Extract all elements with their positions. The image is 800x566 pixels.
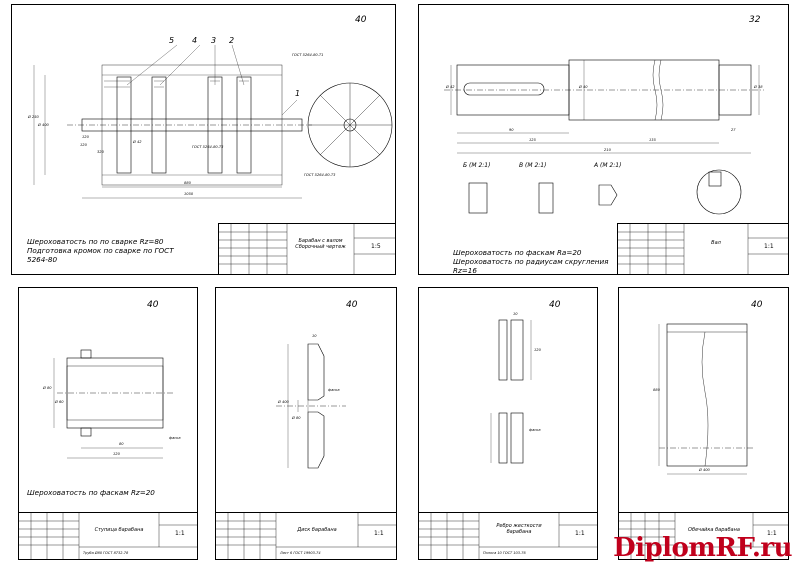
- technical-notes: Шероховатость по по сварке Rz=80 Подгото…: [27, 237, 174, 264]
- title-scale: 1:1: [175, 530, 185, 537]
- title-name: Ребро жесткости барабана: [496, 523, 542, 535]
- title-block: Вал 1:1: [617, 223, 788, 274]
- title-scale: 1:5: [371, 243, 381, 250]
- title-block: Ребро жесткости барабана 1:1 Полоса 10 Г…: [418, 512, 597, 559]
- dim-chamfer: фаска: [328, 388, 340, 392]
- dim-thickness: 10: [312, 334, 317, 338]
- drawing-sheet-shell: 40 880 Ø 400 Обечайка барабана 1:1: [618, 287, 789, 560]
- section-label-a: А (М 2:1): [594, 162, 622, 169]
- technical-notes: Шероховатость по фаскам Rz=20: [27, 488, 155, 497]
- note-line: Шероховатость по фаскам Ra=20: [453, 248, 582, 257]
- dim-diameter-1: Ø 250: [28, 115, 39, 119]
- dim-shell-length: 880: [653, 388, 660, 392]
- callout-1: 1: [295, 89, 301, 98]
- shaft-drawing: [444, 59, 764, 215]
- dim-overall-length: 1050: [184, 192, 194, 196]
- dim-hub-length: 120: [113, 452, 120, 456]
- callout-5: 5: [169, 36, 175, 45]
- dim-chamfer: фаска: [529, 428, 541, 432]
- dim-shaft-2: 125: [529, 138, 536, 142]
- title-block: Барабан с валом Сборочный чертеж 1:5: [218, 223, 395, 274]
- technical-notes: Шероховатость по фаскам Ra=20 Шероховато…: [453, 248, 609, 275]
- dim-hub-outer-d: Ø 80: [43, 386, 52, 390]
- note-line: Подготовка кромок по сварке по ГОСТ: [27, 246, 174, 255]
- disk-drawing: [276, 343, 346, 469]
- material-standard: Полоса 10 ГОСТ 103-76: [483, 551, 526, 555]
- dim-disk-outer-d: Ø 400: [278, 400, 289, 404]
- dim-shaft-3: 135: [649, 138, 656, 142]
- callout-4: 4: [192, 36, 198, 45]
- title-block: Ступица барабана 1:1 Труба Ø80 ГОСТ 8732…: [18, 512, 197, 559]
- callout-2: 2: [229, 36, 235, 45]
- dim-section-1: 320: [97, 150, 104, 154]
- roughness-mark: 40: [549, 300, 561, 310]
- title-name: Диск барабана: [297, 527, 337, 533]
- title-name: Вал: [711, 240, 721, 246]
- dim-hub-inner-d: Ø 60: [55, 400, 64, 404]
- dim-chamfer: фаска: [169, 436, 181, 440]
- roughness-mark: 40: [346, 300, 358, 310]
- dim-diameter-1: Ø 42: [446, 85, 455, 89]
- title-scale: 1:1: [374, 530, 384, 537]
- watermark-logo: DiplomRF.ru: [613, 533, 792, 563]
- material-standard: Труба Ø80 ГОСТ 8732-78: [83, 551, 129, 555]
- dim-diameter-2: Ø 40: [579, 85, 588, 89]
- section-label-b: Б (М 2:1): [463, 162, 491, 169]
- dim-section-2: 120: [82, 135, 89, 139]
- title-scale: 1:1: [764, 243, 774, 250]
- dim-shaft-5: 27: [731, 128, 736, 132]
- dim-diameter-2: Ø 400: [38, 123, 49, 127]
- dim-diameter-3: Ø 38: [754, 85, 763, 89]
- roughness-mark: 32: [749, 15, 761, 25]
- callout-3: 3: [211, 36, 217, 45]
- title-block: Обечайка барабана 1:1: [618, 512, 788, 559]
- rib-drawing: [490, 319, 532, 464]
- roughness-mark: 40: [147, 300, 159, 310]
- note-line: Шероховатость по по сварке Rz=80: [27, 237, 164, 246]
- dim-rib-thickness: 10: [513, 312, 518, 316]
- title-scale: 1:1: [767, 530, 777, 537]
- note-line: 5264-80: [27, 255, 58, 264]
- roughness-mark: 40: [751, 300, 763, 310]
- assembly-drawing: [33, 44, 393, 199]
- note-line: Шероховатость по радиусам скругления: [453, 257, 609, 266]
- title-name: Барабан с валом Сборочный чертеж: [295, 238, 346, 250]
- dim-drum-length: 880: [184, 181, 191, 185]
- dim-diameter-3: Ø 42: [133, 140, 142, 144]
- dim-section-3: 120: [80, 143, 87, 147]
- shell-drawing: [658, 323, 755, 475]
- drawing-sheet-hub: 40 120 80 Ø 80 Ø 60 фаска Шероховатость …: [18, 287, 198, 560]
- title-name: Ступица барабана: [94, 527, 144, 533]
- section-label-v: В (М 2:1): [519, 162, 547, 169]
- drawing-sheet-disk: 40 Ø 400 Ø 80 фаска 10 Диск барабана 1:1…: [215, 287, 397, 560]
- weld-note-3: ГОСТ 5264-80-Т3: [304, 173, 336, 177]
- dim-disk-inner-d: Ø 80: [292, 416, 301, 420]
- title-block: Диск барабана 1:1 Лист 6 ГОСТ 19903-74: [215, 512, 396, 559]
- title-scale: 1:1: [575, 530, 585, 537]
- drawing-sheet-shaft: 32 Б (М 2:1) В (М 2:1) А (М 2:1) 90 125 …: [418, 4, 789, 275]
- dim-hub-inner: 80: [119, 442, 124, 446]
- dim-shell-diameter: Ø 400: [699, 468, 710, 472]
- note-line: Rz=16: [453, 266, 477, 275]
- weld-note-2: ГОСТ 5264-80-Т1: [292, 53, 324, 57]
- dim-rib-length: 120: [534, 348, 541, 352]
- dim-shaft-4: 210: [604, 148, 611, 152]
- title-name: Обечайка барабана: [688, 527, 740, 533]
- weld-note-1: ГОСТ 5264-80-Т3: [192, 145, 224, 149]
- dim-shaft-1: 90: [509, 128, 514, 132]
- drawing-sheet-drum-assembly: 40 5 4 3 2 1 1050 880 320 120 120 Ø 250 …: [11, 4, 396, 275]
- material-standard: Лист 6 ГОСТ 19903-74: [280, 551, 321, 555]
- note-line: Шероховатость по фаскам Rz=20: [27, 488, 155, 497]
- hub-drawing: [53, 349, 174, 459]
- roughness-mark: 40: [355, 15, 367, 25]
- drawing-sheet-rib: 40 120 10 фаска Ребро жесткости барабана…: [418, 287, 598, 560]
